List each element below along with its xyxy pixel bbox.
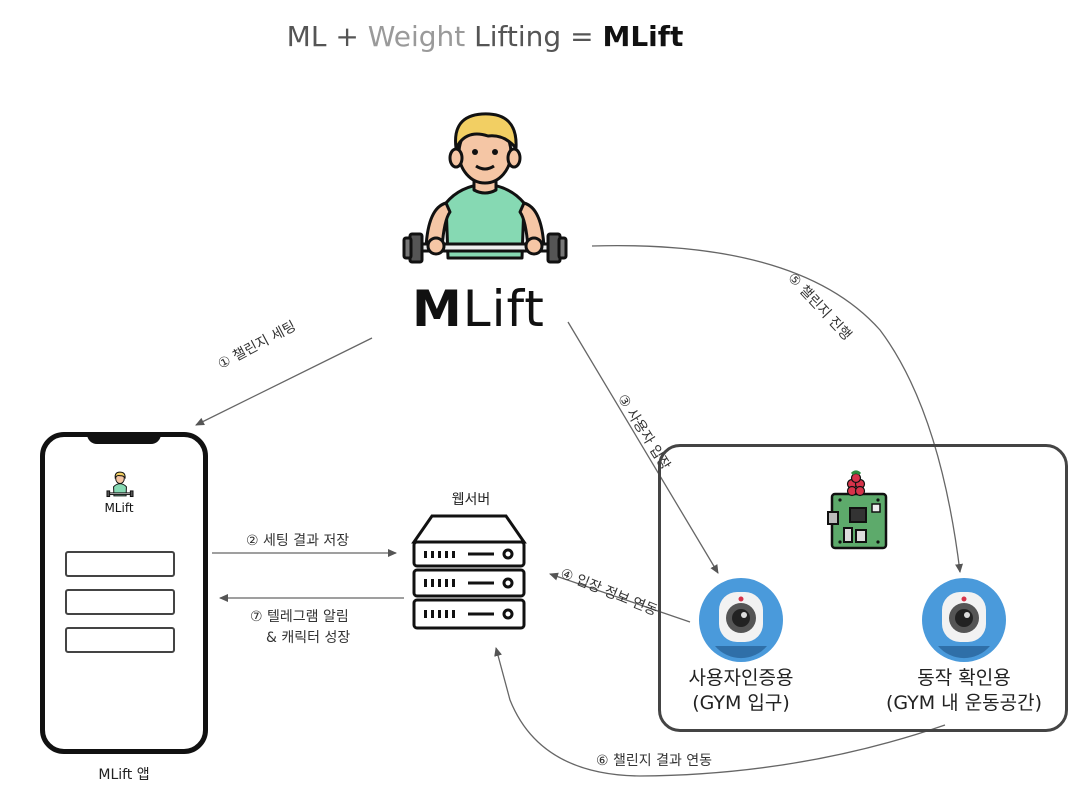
arrow-4-entry-sync (549, 572, 691, 623)
brand-rest: Lift (462, 280, 545, 338)
weightlifter-icon (402, 112, 568, 264)
mini-brand-text: MLift (104, 501, 134, 515)
title-part-lifting: Lifting = (465, 20, 603, 53)
step-2-label: ② 세팅 결과 저장 (246, 533, 350, 549)
phone-input-field-1[interactable] (65, 551, 175, 577)
server-label: 웹서버 (451, 492, 491, 508)
title-part-mlift: MLift (602, 20, 684, 53)
camera-action-caption-line2: (GYM 내 운동공간) (885, 692, 1043, 714)
phone-input-field-3[interactable] (65, 627, 175, 653)
phone-caption: MLift 앱 (98, 767, 150, 783)
arrow-1-challenge-setting (195, 337, 373, 426)
step-7-label-line1: ⑦ 텔레그램 알림 (250, 609, 349, 625)
phone-notch (87, 432, 161, 444)
webcam-entry-icon (699, 578, 783, 662)
step-7-label-line2: & 캐릭터 성장 (266, 630, 351, 646)
step-6-label: ⑥ 챌린지 결과 연동 (596, 753, 713, 769)
diagram-title: ML + Weight Lifting = MLift (0, 20, 970, 53)
server-icon (411, 514, 527, 630)
gym-area-box (658, 444, 1068, 732)
mini-weightlifter-icon (106, 471, 134, 498)
webcam-action-icon (922, 578, 1006, 662)
brand-bold-letter: M (412, 280, 463, 338)
camera-entry-caption-line2: (GYM 입구) (692, 692, 790, 714)
title-part-weight: Weight (367, 20, 466, 53)
smartphone-frame: MLift (40, 432, 208, 754)
camera-action-caption-line1: 동작 확인용 (917, 667, 1011, 689)
arrow-6-result-sync (494, 647, 946, 777)
title-part-ml: ML + (286, 20, 368, 53)
arrow-3-user-entry (567, 321, 719, 574)
mlift-brand-logo: MLift (412, 280, 545, 338)
raspberry-pi-icon (827, 470, 888, 550)
arrow-5-challenge-progress (591, 244, 963, 573)
phone-input-field-2[interactable] (65, 589, 175, 615)
camera-entry-caption-line1: 사용자인증용 (688, 667, 794, 689)
